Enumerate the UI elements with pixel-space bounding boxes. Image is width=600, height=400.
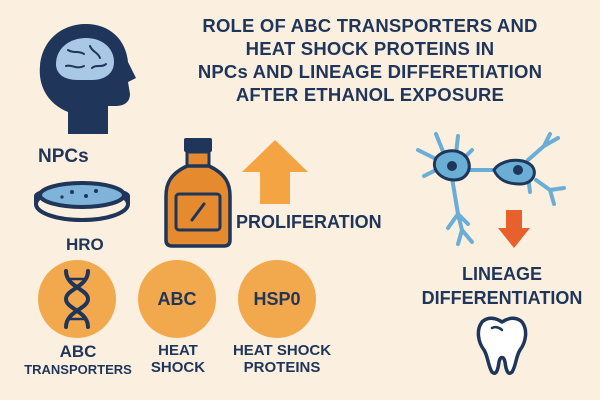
up-arrow-icon [242,140,308,204]
tooth-icon [476,316,528,375]
diagram-title: ROLE OF ABC TRANSPORTERS AND HEAT SHOCK … [150,14,590,106]
heat-shock-circle: ABC [138,260,216,338]
abc-transporters-caption: ABC TRANSPORTERS [14,342,142,378]
title-line-2: HEAT SHOCK PROTEINS IN [245,38,495,59]
hro-label: HRO [66,235,104,254]
abc-circle-text: ABC [157,288,197,309]
caption-1-line-1: ABC [59,342,97,361]
heat-shock-caption: HEAT SHOCK [140,342,216,376]
bottle-icon [164,138,232,248]
head-brain-icon [39,24,136,134]
lineage-line-1: LINEAGE [461,264,542,284]
lineage-differentiation-label: LINEAGE DIFFERENTIATION [404,262,600,310]
heat-shock-proteins-circle: HSP0 [238,260,316,338]
down-arrow-icon [498,210,530,248]
dna-icon [63,269,91,329]
title-line-4: AFTER ETHANOL EXPOSURE [235,84,505,105]
petri-dish-icon [34,181,130,222]
caption-2-line-2: SHOCK [150,359,206,376]
title-line-1: ROLE OF ABC TRANSPORTERS AND [202,15,538,36]
abc-transporters-circle [38,260,116,338]
neuron-icon [416,132,566,246]
lineage-line-2: DIFFERENTIATION [421,288,583,308]
title-line-3: NPCs AND LINEAGE DIFFERETIATION [197,61,543,82]
caption-3-line-1: HEAT SHOCK [232,342,332,359]
hsp0-circle-text: HSP0 [253,288,301,309]
caption-2-line-1: HEAT [158,342,198,359]
caption-1-line-2: TRANSPORTERS [24,362,132,377]
heat-shock-proteins-caption: HEAT SHOCK PROTEINS [220,342,344,376]
caption-3-line-2: PROTEINS [243,359,321,376]
npcs-label: NPCs [38,146,89,167]
proliferation-label: PROLIFERATION [236,212,382,232]
